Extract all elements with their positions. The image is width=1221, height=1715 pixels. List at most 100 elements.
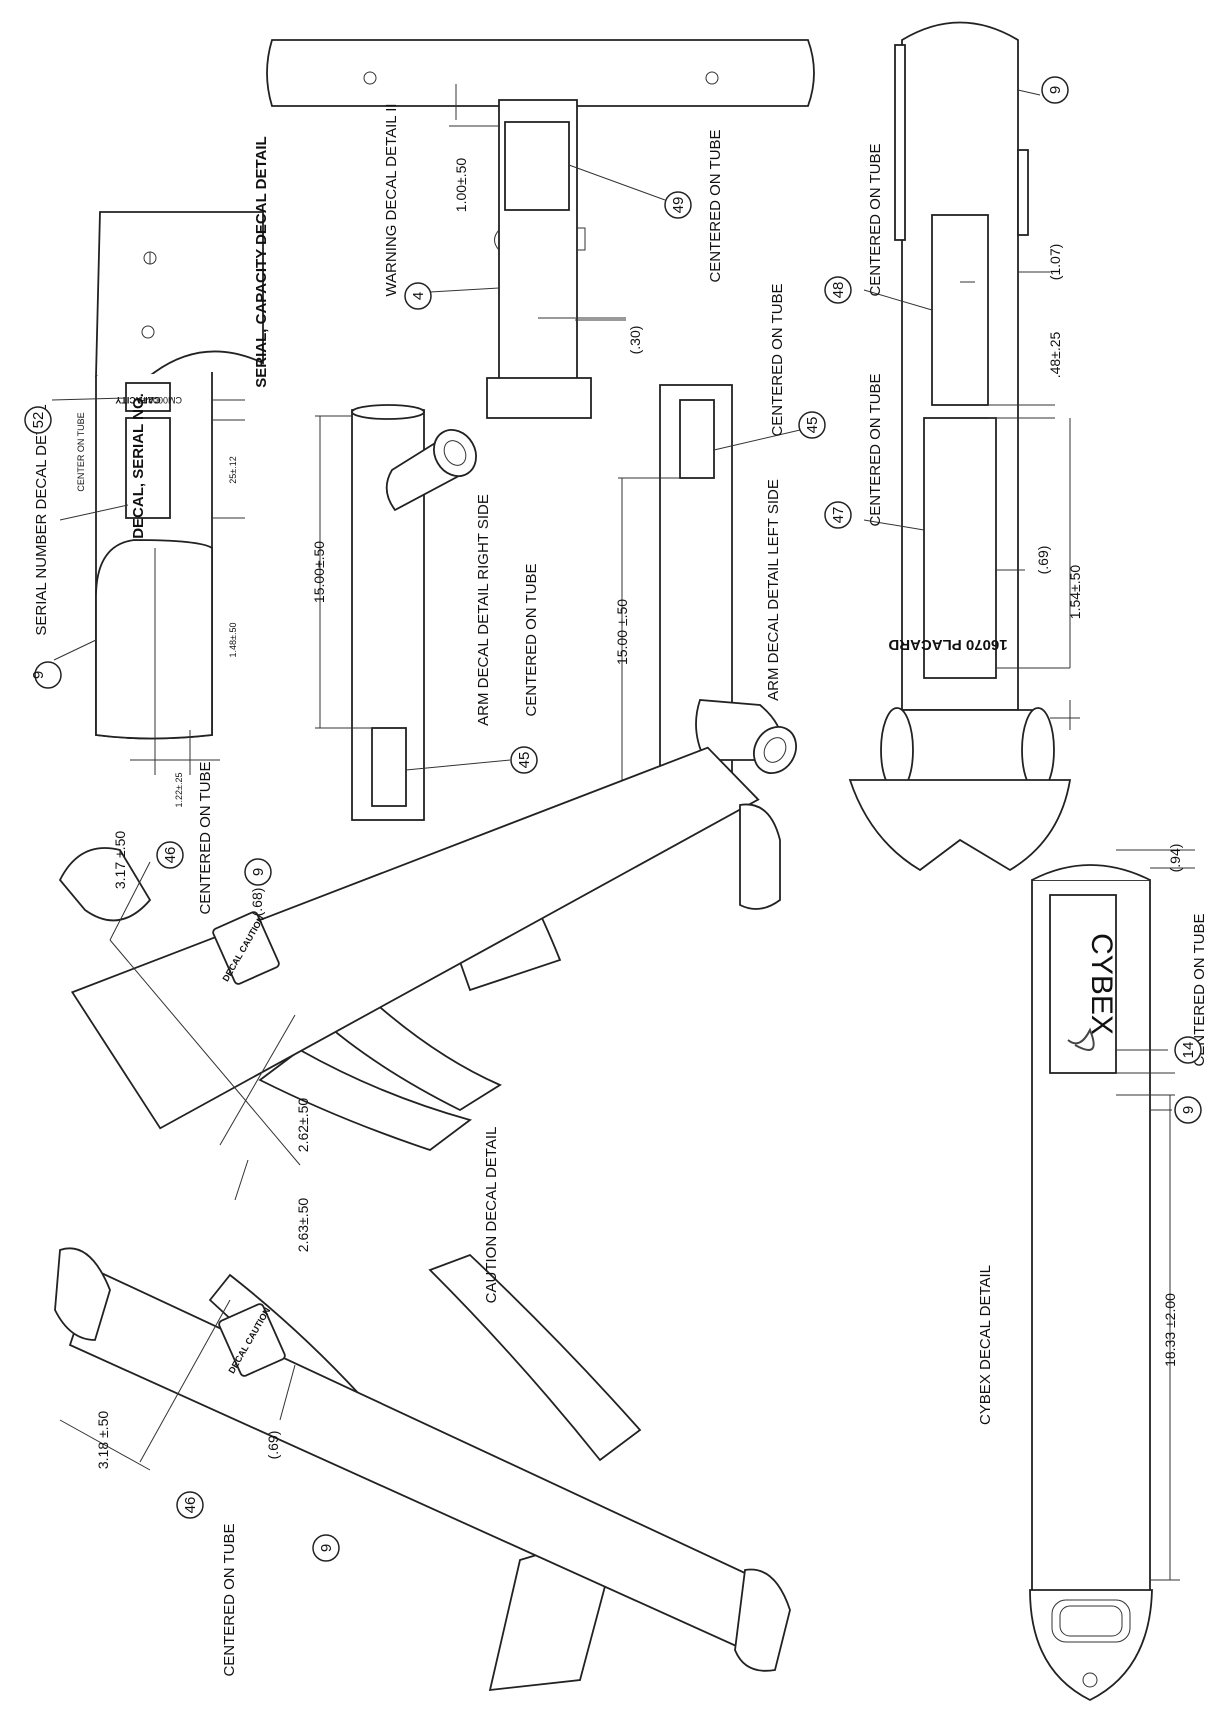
- callout-label: 45: [516, 752, 533, 769]
- tube-end-cap: [95, 539, 213, 740]
- dim-caution-d2: (.68): [249, 888, 265, 917]
- callout-bubble: [1174, 1036, 1202, 1064]
- caution-decal-upper: [212, 911, 280, 985]
- dim-caution-d5: 3.18 ±.50: [95, 1411, 111, 1469]
- cybex-decal: [1049, 894, 1117, 1074]
- arm-right-decal: [371, 727, 407, 807]
- dim-placard-d4: 1.54±.50: [1067, 565, 1083, 620]
- arm-left-view: 15.00 ±.50 ARM DECAL DETAIL LEFT SIDE CE…: [614, 283, 801, 803]
- callout-bubble: [824, 276, 852, 304]
- center-on-tube-note: CENTER ON TUBE: [76, 412, 86, 491]
- caution-lower-tube: [68, 1268, 762, 1652]
- capacity-decal-text: CAPACITY: [115, 395, 160, 405]
- dim-serial-d2: 25±.12: [228, 456, 238, 483]
- callout-label: 52: [30, 412, 47, 429]
- dim-caution-d1: 3.17 ±.50: [112, 831, 128, 889]
- placard-decal: [923, 417, 997, 679]
- capacity-decal: [125, 382, 171, 412]
- dim-arm-left-d1: 15.00 ±.50: [614, 599, 630, 665]
- callout-label: 9: [250, 868, 267, 876]
- arm-right-view: 15.00±.50 ARM DECAL DETAIL RIGHT SIDE CE…: [311, 404, 540, 821]
- arm-right-title: ARM DECAL DETAIL RIGHT SIDE: [475, 494, 492, 726]
- callout-bubble: [1041, 76, 1069, 104]
- caution-title: CAUTION DECAL DETAIL: [483, 1127, 500, 1304]
- dim-serial-d3: 1.22±.25: [174, 773, 184, 808]
- warning-title: WARNING DECAL DETAIL II: [383, 103, 400, 296]
- callout-label: 48: [830, 282, 847, 299]
- callout-label: 49: [670, 197, 687, 214]
- arm-left-title: ARM DECAL DETAIL LEFT SIDE: [765, 479, 782, 701]
- dim-placard-d1: (1.07): [1047, 244, 1063, 281]
- caution-decal-view: DECAL CAUTION DECAL CAUTION 3.17 ±.50 (.…: [54, 746, 791, 1692]
- serial-number-decal: [125, 417, 171, 519]
- caution-centered-note-lower: CENTERED ON TUBE: [221, 1523, 238, 1676]
- dim-caution-d4: 2.63±.50: [295, 1198, 311, 1253]
- crossbar-hole: [705, 71, 719, 85]
- callout-bubble: [824, 501, 852, 529]
- callout-bubble: [404, 282, 432, 310]
- dim-warning-d1: 1.00±.50: [453, 158, 469, 213]
- serial-decal-text: DECAL, SERIAL NO.: [130, 393, 147, 539]
- callout-bubbles: 9 52 4 49 45 45 48 47 9 46 9 46 9 14 9: [24, 76, 1202, 1562]
- serial-capacity-title: SERIAL, CAPACITY DECAL DETAIL: [253, 136, 270, 387]
- warning-crossbar: [266, 39, 815, 107]
- plate-hole: [141, 325, 155, 339]
- serial-view-plate: [95, 211, 264, 385]
- callout-bubble: [176, 1491, 204, 1519]
- callout-bubble: [798, 411, 826, 439]
- caution-upper-tube: [70, 746, 760, 1130]
- callout-label: 9: [1047, 86, 1064, 94]
- callout-bubble: [510, 746, 538, 774]
- callout-label: 14: [1180, 1042, 1197, 1059]
- serial-number-title: SERIAL NUMBER DECAL DETAIL: [33, 404, 50, 635]
- callout-bubble: [156, 841, 184, 869]
- callout-label: 47: [830, 507, 847, 524]
- warning-centered-note: CENTERED ON TUBE: [707, 129, 724, 282]
- callout-label: 46: [162, 847, 179, 864]
- serial-decal-view: CAPACITY CM000249 DECAL, SERIAL NO. SERI…: [33, 136, 270, 807]
- dim-caution-d3: 2.62±.50: [295, 1098, 311, 1153]
- callout-label: 9: [30, 671, 47, 679]
- callout-bubble: [24, 406, 52, 434]
- callout-label: 45: [804, 417, 821, 434]
- caution-decal-lower: [218, 1303, 286, 1377]
- dim-cybex-d1: (.94): [1167, 844, 1183, 873]
- warning-decal: [504, 121, 570, 211]
- placard-tube-base: [848, 779, 1072, 872]
- dim-placard-d3: (.69): [1035, 546, 1051, 575]
- decal-48: [931, 214, 989, 406]
- arm-left-centered-note: CENTERED ON TUBE: [769, 283, 786, 436]
- warning-decal-view: 1.00±.50 (.30) WARNING DECAL DETAIL II C…: [266, 39, 815, 419]
- dim-cybex-d2: 18.33 ±2.00: [1162, 1293, 1178, 1367]
- crossbar-hole: [363, 71, 377, 85]
- cybex-title: CYBEX DECAL DETAIL: [977, 1265, 994, 1425]
- callout-bubble: [1174, 1096, 1202, 1124]
- dim-warning-d2: (.30): [627, 326, 643, 355]
- dim-placard-d2: .48±.25: [1047, 331, 1063, 378]
- placard-tube-joint: [894, 709, 1041, 791]
- callout-label: 9: [318, 1544, 335, 1552]
- cybex-centered-note: CENTERED ON TUBE: [1191, 913, 1208, 1066]
- cybex-swoosh-icon: [1067, 1027, 1095, 1051]
- callout-bubble: [312, 1534, 340, 1562]
- arm-left-decal: [679, 399, 715, 479]
- callout-bubble: [34, 661, 62, 689]
- placard-centered-note-2: CENTERED ON TUBE: [867, 373, 884, 526]
- arm-right-centered-note: CENTERED ON TUBE: [523, 563, 540, 716]
- callout-bubble: [664, 191, 692, 219]
- caution-centered-note-upper: CENTERED ON TUBE: [197, 761, 214, 914]
- dim-arm-right-d1: 15.00±.50: [311, 541, 327, 603]
- callout-label: 46: [182, 1497, 199, 1514]
- placard-tube-view: 16070 PLACARD (1.07) .48±.25 (.69) 1.54±…: [848, 21, 1083, 872]
- dim-serial-d1: 1.48±.50: [228, 623, 238, 658]
- callout-bubble: [244, 858, 272, 886]
- cybex-logo-text: CYBEX: [1085, 933, 1118, 1035]
- warning-tube-foot: [486, 377, 592, 419]
- placard-text: 16070 PLACARD: [888, 636, 1007, 653]
- callout-label: 9: [1180, 1106, 1197, 1114]
- dim-caution-d6: (.69): [265, 1431, 281, 1460]
- cybex-decal-view: CYBEX (.94) 18.33 ±2.00 CYBEX DECAL DETA…: [977, 844, 1208, 1702]
- capacity-code-text: CM000249: [138, 395, 182, 405]
- placard-centered-note-1: CENTERED ON TUBE: [867, 143, 884, 296]
